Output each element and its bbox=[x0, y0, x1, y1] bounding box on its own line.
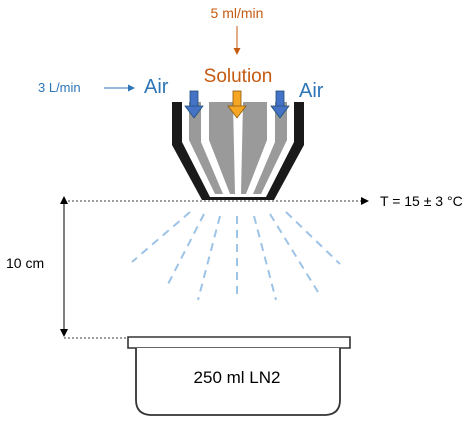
spray-line-6 bbox=[269, 213, 319, 293]
spray-line-5 bbox=[253, 215, 277, 301]
solution-label: Solution bbox=[204, 66, 273, 87]
nozzle-right-channel bbox=[246, 102, 275, 194]
air-left-label: Air bbox=[144, 76, 169, 98]
distance-label: 10 cm bbox=[6, 255, 44, 271]
air-right-label: Air bbox=[299, 80, 324, 102]
vessel-body bbox=[135, 348, 341, 416]
spray-line-7 bbox=[285, 211, 341, 265]
nozzle bbox=[172, 102, 304, 200]
solution-flow-label: 5 ml/min bbox=[211, 5, 264, 21]
spray bbox=[131, 211, 341, 301]
spray-line-1 bbox=[131, 211, 191, 263]
solution-inlet-arrow bbox=[227, 90, 247, 119]
air-inlet-arrow-left bbox=[184, 90, 204, 119]
air-inlet-arrow-right bbox=[270, 90, 290, 119]
nozzle-center-channel bbox=[233, 102, 243, 194]
spray-line-2 bbox=[165, 213, 205, 289]
air-flow-label: 3 L/min bbox=[38, 80, 81, 95]
temperature-label: T = 15 ± 3 °C bbox=[380, 193, 463, 209]
vessel-rim bbox=[127, 336, 351, 349]
ln2-vessel bbox=[127, 336, 351, 416]
nozzle-left-channel bbox=[201, 102, 230, 194]
vessel-label: 250 ml LN2 bbox=[194, 368, 281, 387]
spray-line-3 bbox=[197, 215, 221, 301]
